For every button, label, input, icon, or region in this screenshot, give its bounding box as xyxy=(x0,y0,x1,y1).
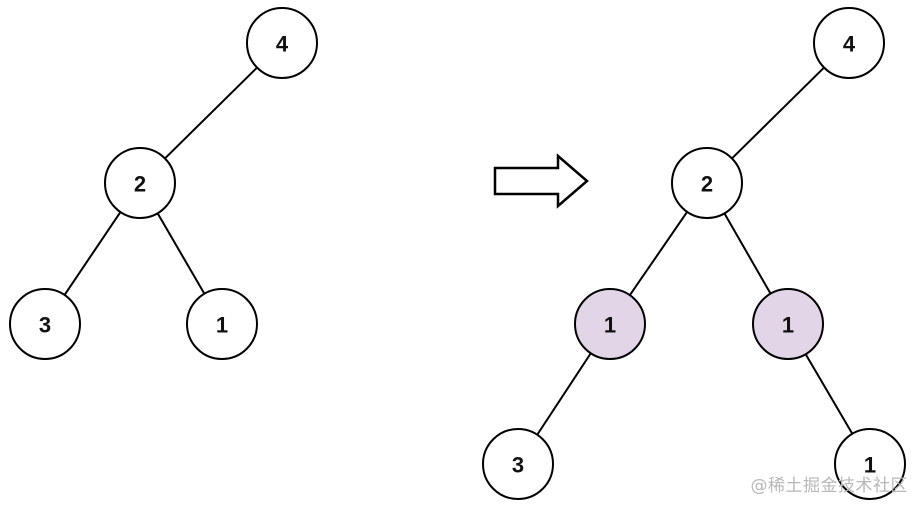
node-circle xyxy=(813,7,885,79)
tree-node: 1 xyxy=(834,428,906,500)
tree-edge xyxy=(164,66,258,160)
node-label: 1 xyxy=(864,453,876,478)
tree-node: 1 xyxy=(574,288,646,360)
tree-edge xyxy=(723,212,772,295)
tree-node: 3 xyxy=(9,288,81,360)
tree-edge xyxy=(629,211,688,296)
tree-node: 3 xyxy=(482,428,554,500)
edges-layer xyxy=(63,66,854,436)
highlighted-node-circle xyxy=(752,288,824,360)
node-circle xyxy=(482,428,554,500)
highlighted-node-circle xyxy=(574,288,646,360)
nodes-layer: 4 2 3 1 4 2 1 1 3 1 xyxy=(9,7,906,500)
node-circle xyxy=(104,147,176,219)
right-arrow-icon xyxy=(493,153,589,209)
node-label: 1 xyxy=(216,313,228,338)
tree-node: 1 xyxy=(186,288,258,360)
node-circle xyxy=(671,147,743,219)
watermark: @稀土掘金技术社区 xyxy=(750,476,908,496)
node-label: 4 xyxy=(276,32,289,57)
tree-node: 4 xyxy=(813,7,885,79)
node-circle xyxy=(834,428,906,500)
tree-edge xyxy=(731,66,825,160)
tree-node: 2 xyxy=(671,147,743,219)
node-label: 1 xyxy=(604,313,616,338)
tree-node: 2 xyxy=(104,147,176,219)
tree-edge xyxy=(804,353,854,435)
tree-edge xyxy=(156,212,206,295)
tree-node: 1 xyxy=(752,288,824,360)
node-label: 1 xyxy=(782,313,794,338)
tree-edge xyxy=(536,352,592,436)
node-label: 2 xyxy=(134,172,146,197)
node-label: 3 xyxy=(512,453,524,478)
node-label: 2 xyxy=(701,172,713,197)
tree-edge xyxy=(63,211,122,296)
node-label: 3 xyxy=(39,313,51,338)
node-circle xyxy=(246,7,318,79)
node-circle xyxy=(186,288,258,360)
tree-node: 4 xyxy=(246,7,318,79)
node-label: 4 xyxy=(843,32,856,57)
node-circle xyxy=(9,288,81,360)
